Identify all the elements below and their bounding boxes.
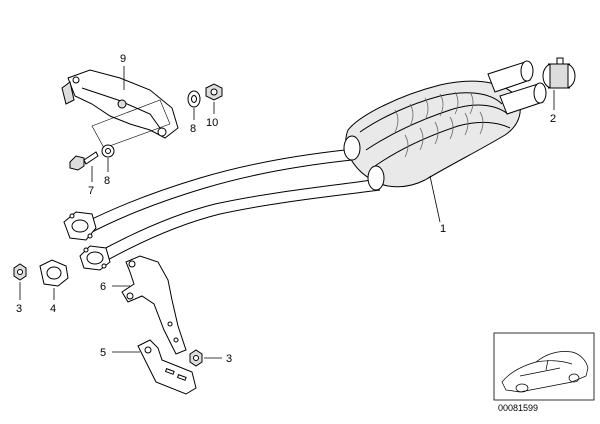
callout-3-right: 3 bbox=[226, 353, 232, 365]
callout-9: 9 bbox=[120, 53, 126, 65]
callout-8-upper: 8 bbox=[190, 123, 196, 135]
bolt-7 bbox=[69, 151, 99, 171]
hanger-bracket-guide bbox=[91, 99, 171, 149]
callout-3-left: 3 bbox=[16, 303, 22, 315]
nut-3-left bbox=[13, 263, 27, 281]
hanger-bracket bbox=[61, 69, 179, 139]
mounting-bracket-5 bbox=[137, 339, 197, 395]
exhaust-pipe-assembly bbox=[85, 149, 381, 263]
nut-3-right bbox=[189, 349, 203, 367]
front-flange-lower bbox=[79, 245, 111, 271]
reference-code: 00081599 bbox=[498, 403, 538, 413]
rear-muffler bbox=[343, 60, 547, 191]
callout-7: 7 bbox=[88, 185, 94, 197]
front-flange-upper bbox=[63, 211, 97, 241]
leader-lines bbox=[19, 66, 555, 359]
nut-10 bbox=[205, 83, 223, 101]
support-bracket-6 bbox=[121, 255, 187, 355]
callout-4: 4 bbox=[50, 303, 56, 315]
callout-2: 2 bbox=[550, 113, 556, 125]
car-thumbnail-icon bbox=[493, 332, 595, 401]
callout-6: 6 bbox=[100, 281, 106, 293]
callout-10: 10 bbox=[206, 117, 218, 129]
washer-8-lower bbox=[101, 144, 115, 158]
gasket bbox=[39, 259, 69, 287]
callout-5: 5 bbox=[100, 347, 106, 359]
washer-8-upper bbox=[187, 90, 201, 108]
callout-1: 1 bbox=[440, 223, 446, 235]
callout-8-lower: 8 bbox=[104, 175, 110, 187]
pipe-clamp bbox=[542, 57, 576, 89]
